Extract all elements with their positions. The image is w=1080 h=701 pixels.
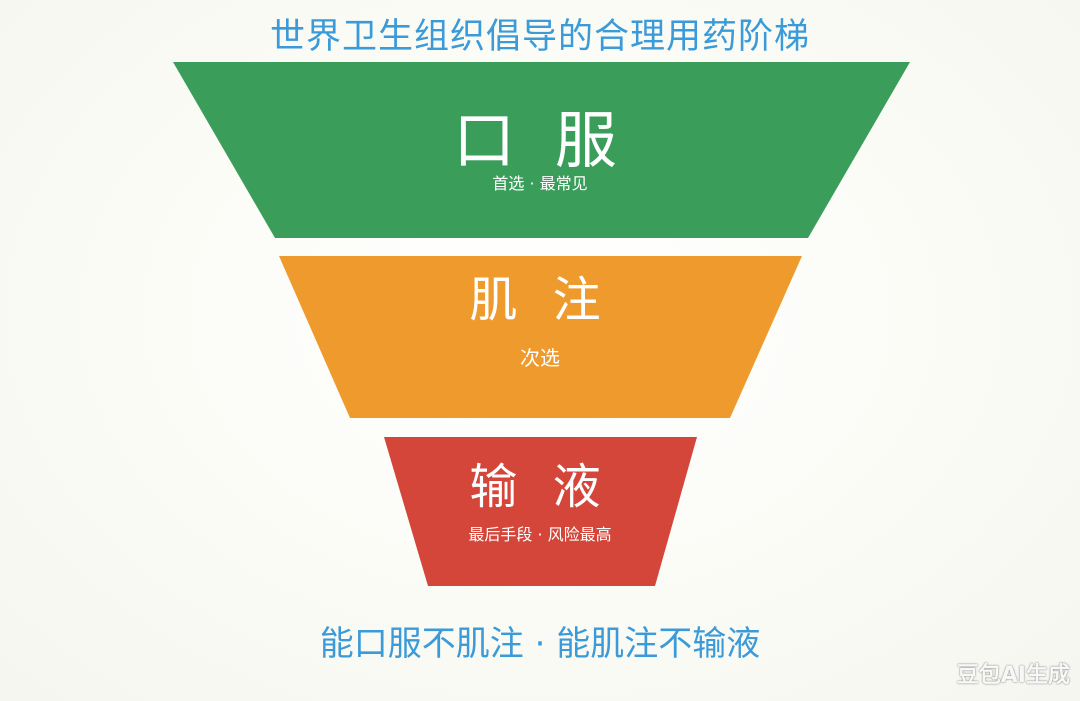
tier-intramuscular-note: 次选	[520, 346, 560, 370]
ai-watermark: 豆包AI生成	[956, 663, 1070, 688]
tier-infusion-shape	[384, 437, 697, 586]
tier-oral: 口 服 首选 · 最常见	[0, 62, 1080, 238]
principle-slogan: 能口服不肌注 · 能肌注不输液	[319, 624, 761, 664]
tier-infusion-note: 最后手段 · 风险最高	[468, 525, 612, 544]
tier-infusion-trapezoid	[384, 437, 697, 586]
tier-oral-label: 口 服	[453, 104, 627, 177]
tier-oral-trapezoid	[173, 62, 910, 238]
tier-intramuscular-label: 肌 注	[469, 272, 611, 328]
tier-infusion: 输 液 最后手段 · 风险最高	[0, 437, 1080, 586]
tier-oral-shape	[173, 62, 910, 238]
diagram-title: 世界卫生组织倡导的合理用药阶梯	[269, 17, 810, 57]
tier-infusion-label: 输 液	[469, 459, 611, 515]
tier-oral-note: 首选 · 最常见	[492, 174, 588, 193]
tier-intramuscular-shape	[279, 256, 802, 418]
tier-intramuscular: 肌 注 次选	[0, 256, 1080, 418]
tier-intramuscular-trapezoid	[279, 256, 802, 418]
